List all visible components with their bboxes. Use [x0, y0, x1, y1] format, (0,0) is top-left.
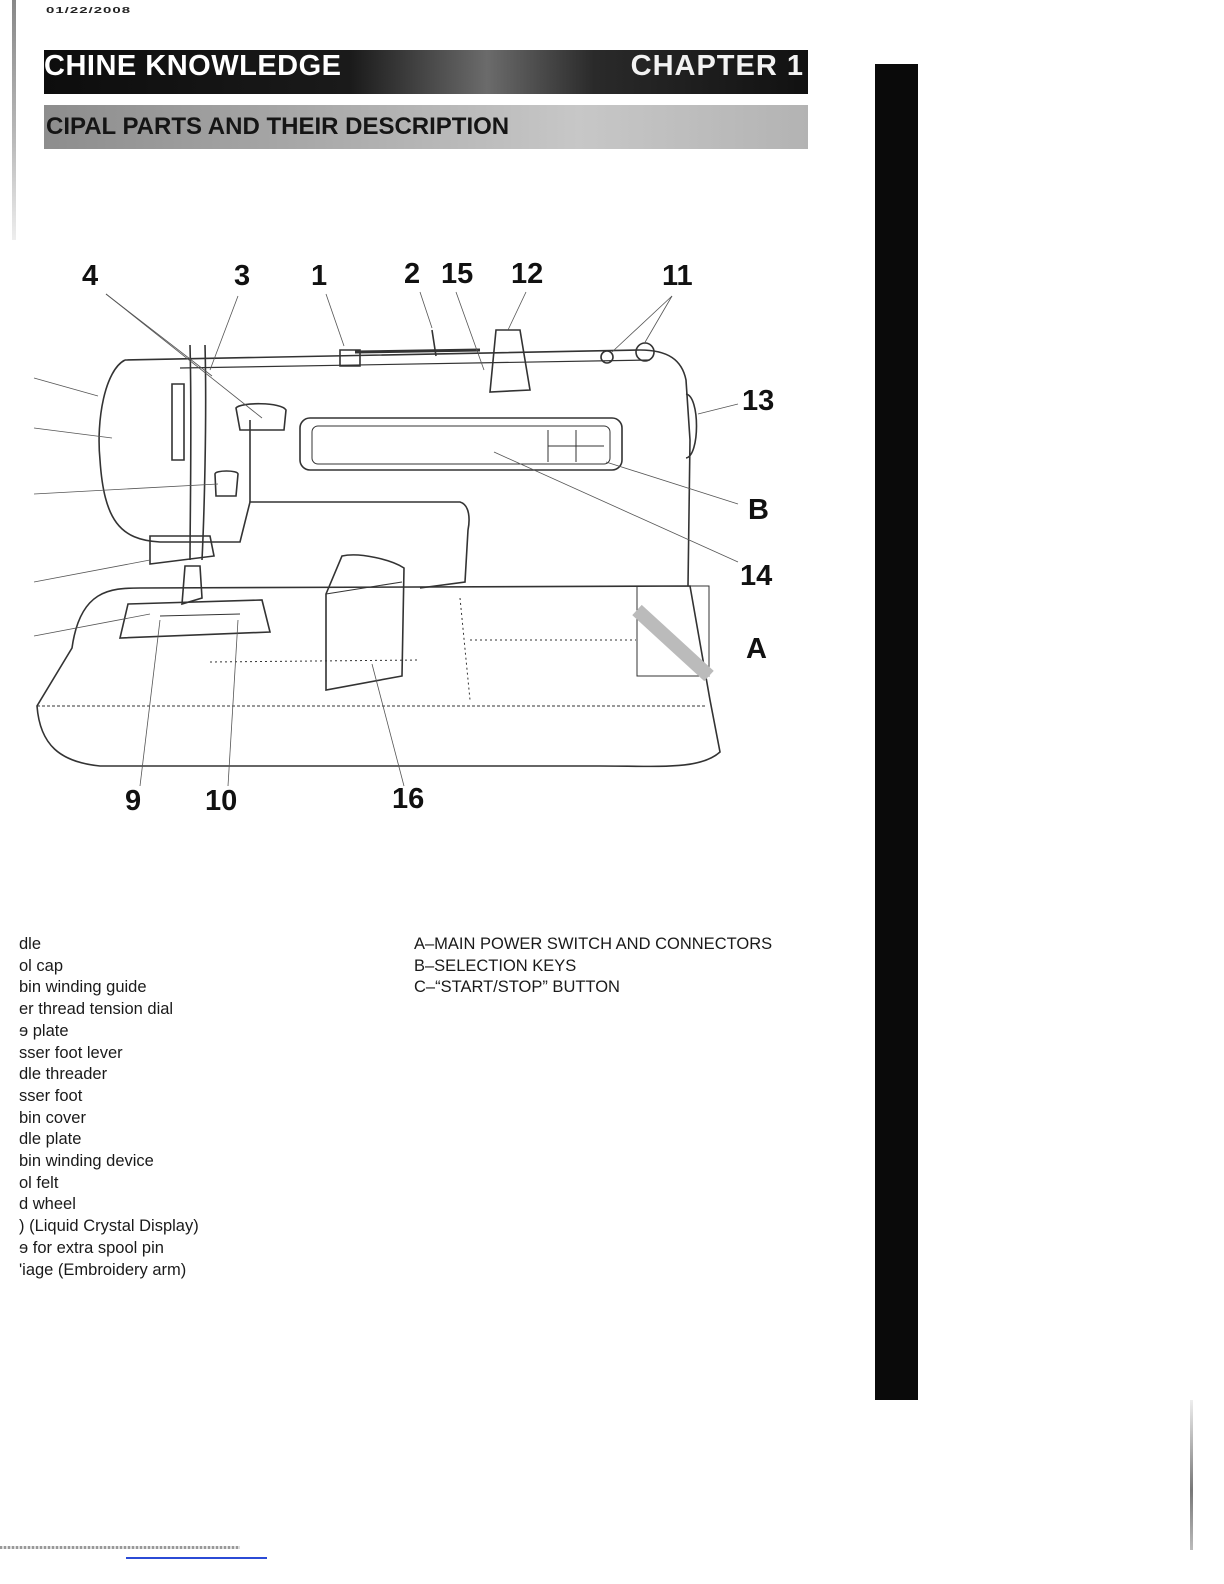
machine-outline	[36, 329, 721, 768]
list-item: ѕser foot lever	[19, 1043, 123, 1062]
callout-a: A	[746, 633, 767, 665]
list-item: bin cover	[19, 1108, 86, 1127]
legend-item-b: B–SELECTION KEYS	[414, 956, 577, 975]
chapter-header-bar: CHINE KNOWLEDGE CHAPTER 1	[44, 50, 808, 94]
parts-list: dle ol cap bin winding guide er thread t…	[19, 934, 199, 1281]
callout-15: 15	[441, 258, 474, 290]
list-item: ɘ for extra spool pin	[19, 1238, 164, 1257]
section-header-bar: CIPAL PARTS AND THEIR DESCRIPTION	[44, 105, 808, 149]
list-item: er thread tension dial	[19, 1000, 174, 1019]
callout-9: 9	[125, 785, 142, 817]
callout-b: B	[748, 494, 769, 526]
list-item: dle	[19, 935, 42, 953]
scan-edge-right	[1190, 1400, 1193, 1550]
list-item: 'iage (Embroidery arm)	[19, 1260, 187, 1279]
legend-item-a: A–MAIN POWER SWITCH AND CONNECTORS	[414, 935, 773, 953]
callout-10: 10	[205, 785, 238, 817]
section-title: CIPAL PARTS AND THEIR DESCRIPTION	[46, 113, 510, 140]
list-item: ɘ plate	[19, 1021, 69, 1040]
date-stamp: 01/22/2008	[46, 6, 132, 16]
chapter-title: CHINE KNOWLEDGE	[44, 50, 342, 82]
list-item: dle threader	[19, 1065, 108, 1084]
callout-16: 16	[392, 783, 425, 815]
list-item: ) (Liquid Crystal Display)	[19, 1217, 199, 1236]
legend-item-c: C–“START/STOP” BUTTON	[414, 978, 620, 997]
scan-edge-bottom	[0, 1546, 240, 1549]
chapter-number: CHAPTER 1	[630, 50, 804, 82]
list-item: ѕser foot	[19, 1086, 83, 1105]
link-underline	[126, 1557, 267, 1559]
scan-edge-left	[12, 0, 16, 240]
callout-2: 2	[404, 258, 421, 290]
leader-lines	[33, 291, 739, 787]
callout-12: 12	[511, 258, 544, 290]
legend-list: A–MAIN POWER SWITCH AND CONNECTORS B–SEL…	[414, 934, 772, 999]
callout-4: 4	[82, 260, 99, 292]
list-item: dle plate	[19, 1130, 82, 1149]
callout-3: 3	[234, 260, 251, 292]
list-item: ol felt	[19, 1173, 59, 1192]
callout-1: 1	[311, 260, 328, 292]
list-item: bin winding device	[19, 1152, 154, 1171]
callout-13: 13	[742, 385, 775, 417]
list-item: bin winding guide	[19, 978, 147, 997]
callout-14: 14	[740, 560, 773, 592]
callout-11: 11	[662, 260, 693, 292]
page-edge-black-bar	[875, 64, 918, 1400]
list-item: d wheel	[19, 1195, 76, 1214]
list-item: ol cap	[19, 956, 64, 975]
